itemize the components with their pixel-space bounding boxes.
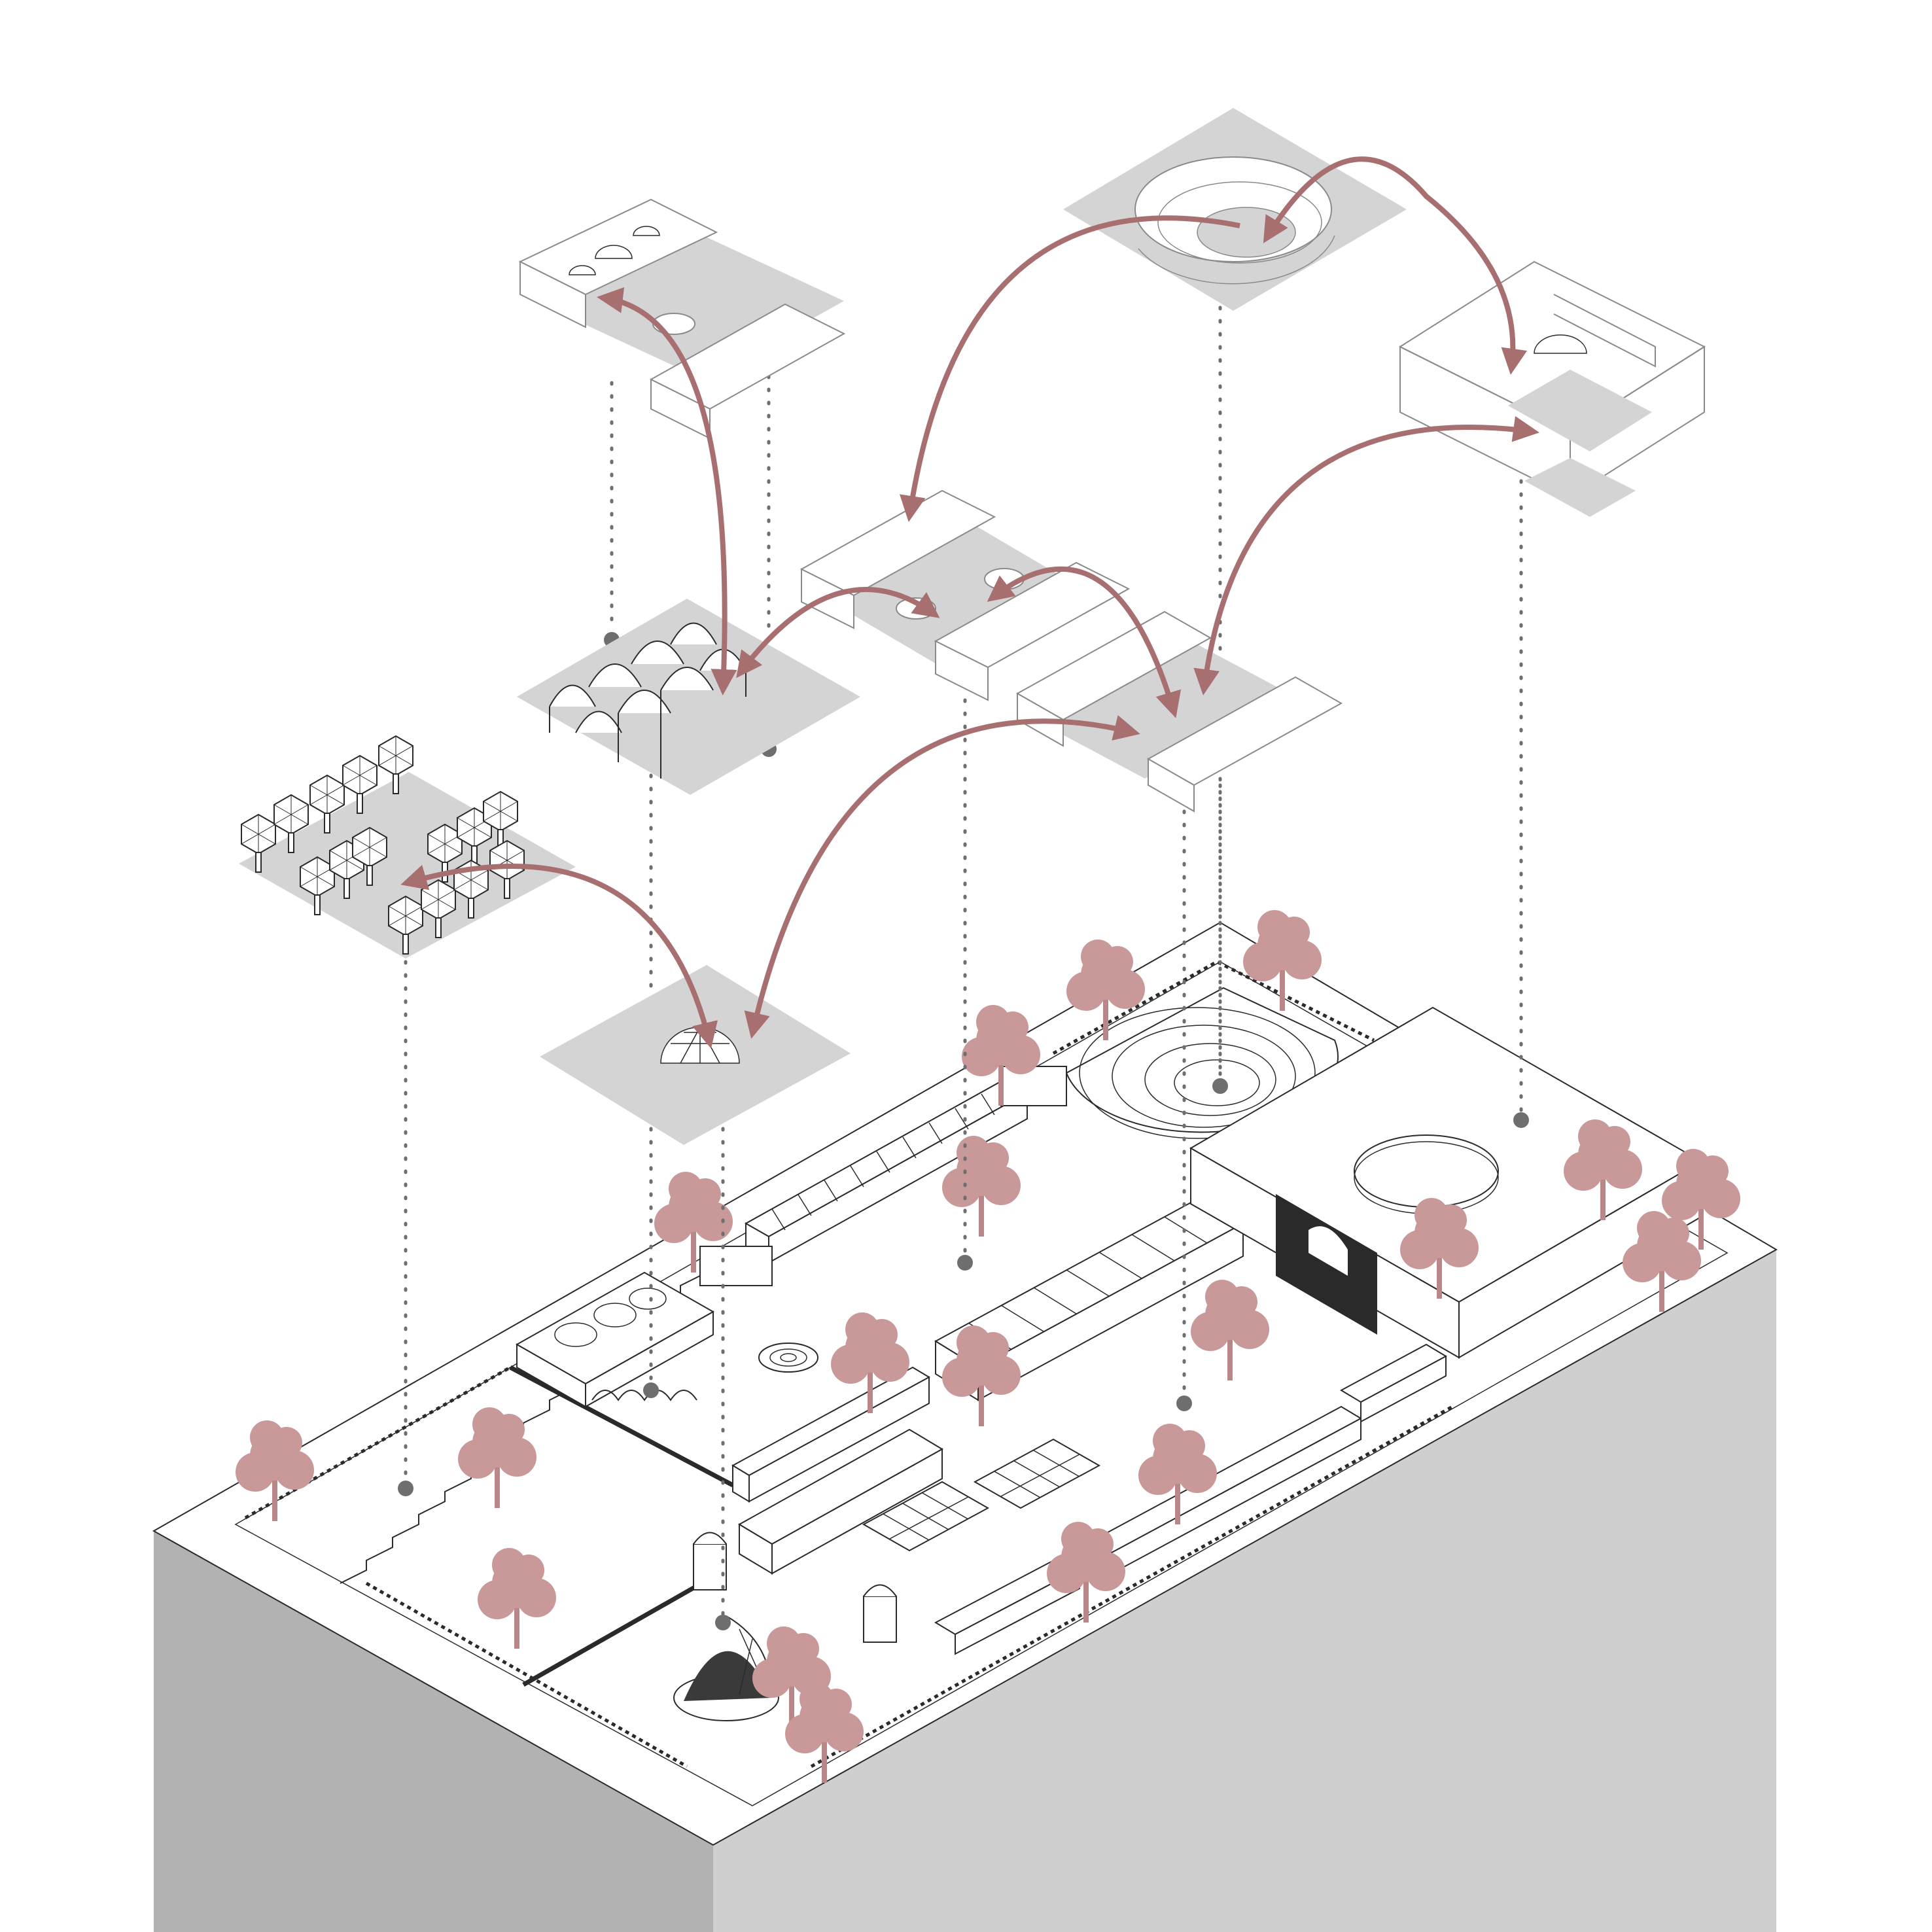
divider-wall-1	[509, 1365, 734, 1488]
leader-dot-icon	[1513, 1112, 1529, 1128]
site-hut-1	[699, 1246, 773, 1286]
perimeter-fence-west	[244, 1365, 512, 1520]
leader-dot-icon	[1212, 1078, 1228, 1094]
main-hall-screen-facade	[1276, 1194, 1377, 1335]
leader-dot-icon	[1176, 1396, 1192, 1411]
leader-dot-icon	[643, 1382, 659, 1398]
flow-arrows	[400, 156, 1539, 1049]
vault-pavilion-plane	[517, 599, 860, 795]
leader-dot-icon	[398, 1481, 413, 1496]
twin-dome-building	[515, 1271, 715, 1408]
arrow-icon	[900, 215, 1240, 522]
site-greenhouse	[693, 1532, 897, 1643]
arrow-icon	[1263, 156, 1528, 375]
site-shed-lower-2	[738, 1428, 943, 1575]
tree-grove-plane	[239, 735, 576, 958]
site-main-hall	[1189, 1006, 1703, 1359]
arrow-icon	[744, 715, 1140, 1039]
gallery-volume	[1398, 260, 1706, 517]
site-pergola-1	[862, 1481, 990, 1552]
leader-dot-icon	[957, 1255, 973, 1271]
arrow-icon	[1193, 415, 1539, 695]
site-block-right-face	[713, 1250, 1776, 1932]
arrow-icon	[987, 566, 1182, 718]
site-block-left-face	[154, 1531, 713, 1932]
leader-dot-icon	[715, 1615, 731, 1630]
site-shed-far-east	[1339, 1343, 1448, 1423]
site-geodesic-dome	[673, 1615, 779, 1721]
arrow-icon	[736, 586, 940, 678]
arrow-icon	[597, 287, 737, 695]
arrow-icon	[400, 864, 718, 1049]
site-hut-2	[1000, 1066, 1067, 1106]
divider-wall-2	[522, 1574, 714, 1687]
site-block	[152, 910, 1778, 1932]
site-pergola-2	[973, 1438, 1101, 1509]
site-shed-south	[934, 1556, 1081, 1655]
sheds-plane	[1015, 610, 1343, 813]
perimeter-fence-east	[810, 1405, 1454, 1768]
perimeter-fence-south	[365, 1581, 688, 1768]
site-fountain	[758, 1343, 818, 1373]
amphitheatre-plane	[1063, 108, 1407, 311]
site-shed-lower-1	[731, 1366, 931, 1503]
dome-domes-plane	[518, 198, 846, 440]
